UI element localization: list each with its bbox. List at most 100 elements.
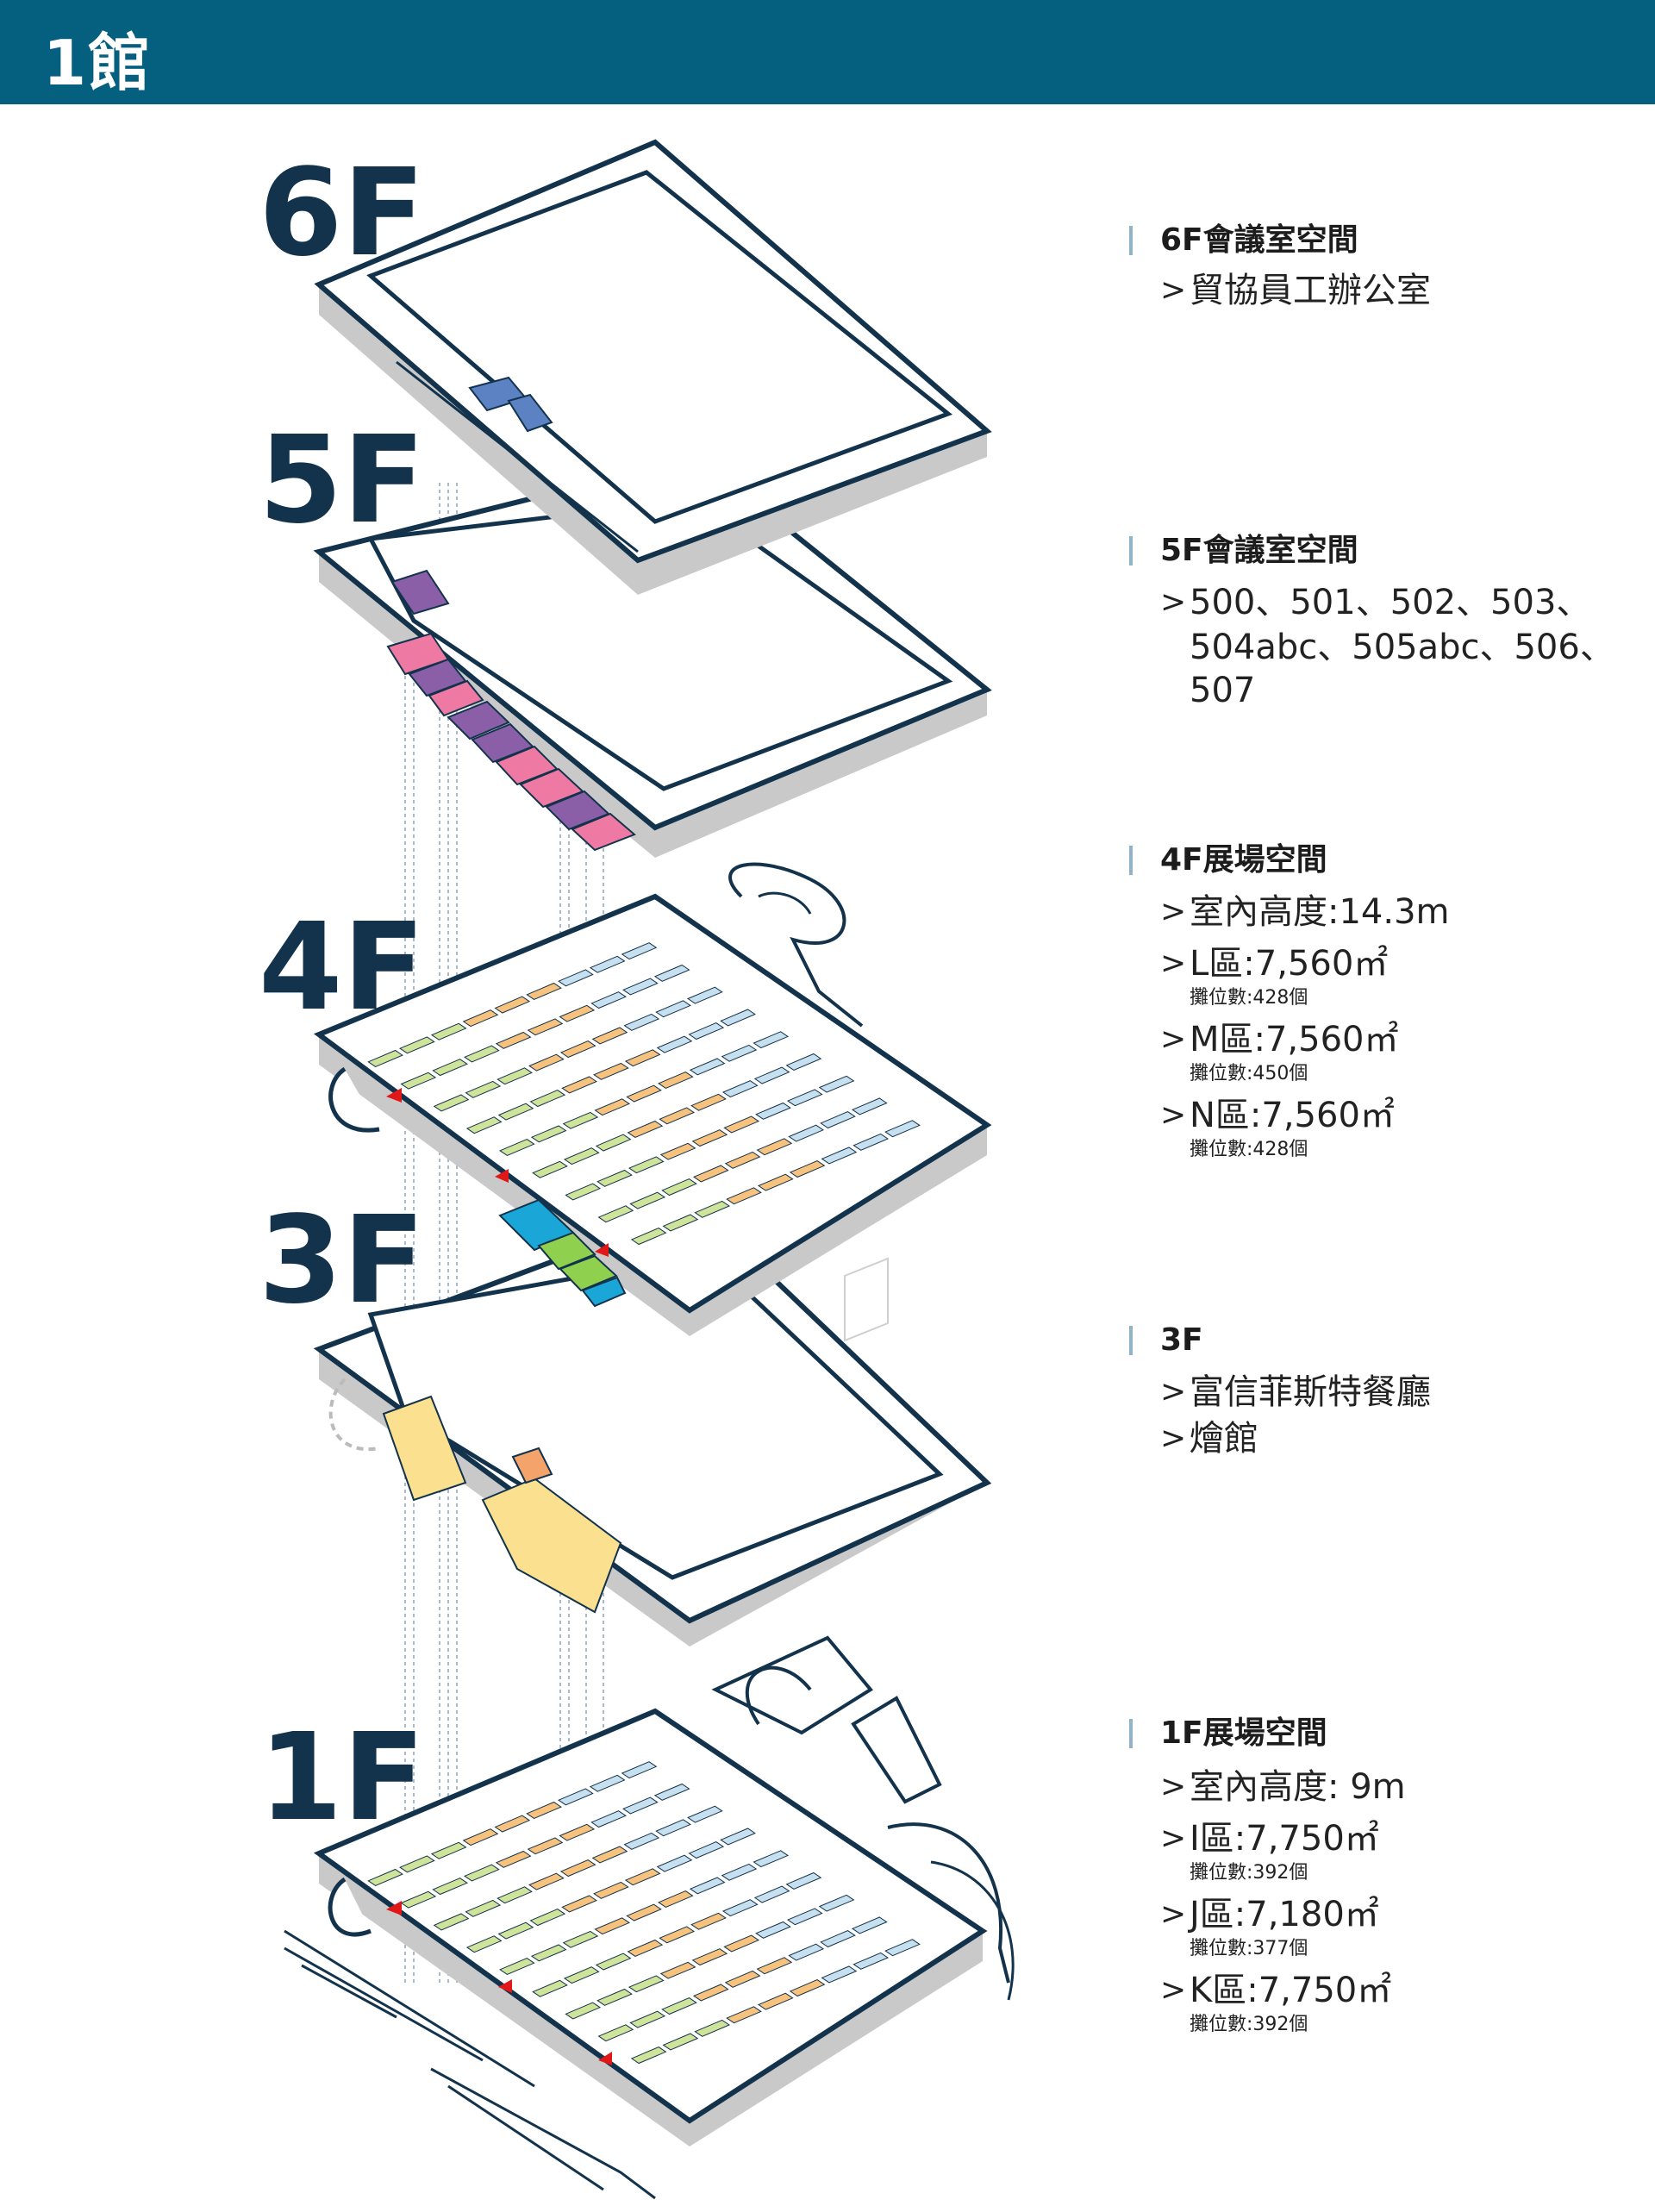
booth-block bbox=[465, 1899, 502, 1917]
page-header: 1館 bbox=[0, 0, 1655, 104]
booth-block bbox=[630, 1228, 667, 1246]
booth-block bbox=[818, 1894, 855, 1912]
booth-block bbox=[559, 1823, 596, 1841]
booth-block bbox=[497, 1921, 534, 1940]
floor-5f-plan bbox=[313, 453, 992, 858]
booth-block bbox=[724, 1970, 761, 1988]
info-4f-height-text: 室內高度:14.3m bbox=[1190, 892, 1450, 932]
booth-block bbox=[594, 1917, 631, 1935]
booth-block bbox=[662, 2033, 699, 2051]
booth-block bbox=[591, 1846, 628, 1864]
booth-block bbox=[756, 1138, 793, 1156]
info-1f-title: 1F展場空間 bbox=[1129, 1714, 1646, 1753]
booth-block bbox=[726, 2006, 762, 2024]
booth-block bbox=[494, 1815, 531, 1833]
booth-block bbox=[591, 1027, 628, 1045]
booth-block bbox=[559, 1040, 596, 1059]
booth-block bbox=[558, 1788, 594, 1806]
info-4f-zone-l-booths: 攤位數:428個 bbox=[1190, 987, 1308, 1009]
info-3f-item-1: >富信菲斯特餐廳 bbox=[1129, 1371, 1646, 1414]
info-3f-item-1-text: 富信菲斯特餐廳 bbox=[1190, 1372, 1431, 1412]
booth-block bbox=[590, 991, 627, 1009]
booth-block bbox=[688, 1841, 725, 1859]
booth-block bbox=[399, 1855, 435, 1873]
info-5f-item: >500、501、502、503、 bbox=[1129, 581, 1646, 624]
booth-block bbox=[465, 1080, 502, 1098]
booth-block bbox=[786, 1908, 823, 1926]
info-6f-item-text: 貿協員工辦公室 bbox=[1190, 271, 1431, 310]
booth-block bbox=[692, 1165, 729, 1183]
info-5f-line2: 504abc、505abc、506、507 bbox=[1190, 628, 1614, 710]
floor-3f-plan bbox=[313, 1203, 992, 1647]
booth-block bbox=[690, 1912, 727, 1930]
booth-block bbox=[528, 1872, 565, 1890]
booth-block bbox=[690, 1093, 727, 1111]
booth-block bbox=[594, 1098, 631, 1116]
floor-1f-booths bbox=[367, 1761, 921, 2065]
floor-label-1f: 1F bbox=[259, 1708, 425, 1848]
booth-block bbox=[694, 1200, 731, 1218]
info-4f-title: 4F展場空間 bbox=[1129, 840, 1646, 880]
booth-block bbox=[596, 1988, 633, 2006]
booth-block bbox=[756, 1957, 793, 1975]
booth-block bbox=[720, 1828, 756, 1846]
info-4f-zone-l: >L區:7,560㎡ bbox=[1129, 942, 1646, 985]
booth-block bbox=[596, 1169, 633, 1187]
booth-block bbox=[526, 1801, 562, 1819]
booth-block bbox=[527, 1018, 564, 1036]
booth-block bbox=[529, 1909, 566, 1927]
booth-block bbox=[497, 1103, 534, 1121]
info-3f-item-2: >燴館 bbox=[1129, 1417, 1646, 1460]
booth-block bbox=[692, 1984, 729, 2002]
booth-block bbox=[788, 1124, 825, 1142]
chevron-right-icon: > bbox=[1160, 272, 1187, 308]
booth-block bbox=[656, 1854, 693, 1872]
floor-4f-booths bbox=[367, 942, 921, 1246]
booth-block bbox=[430, 1841, 467, 1859]
info-1f-zone-j-name: J區:7,180㎡ bbox=[1190, 1895, 1379, 1934]
booth-block bbox=[689, 1058, 726, 1076]
booth-block bbox=[367, 1049, 403, 1067]
booth-block bbox=[689, 1877, 726, 1895]
booth-block bbox=[656, 1035, 693, 1053]
booth-block bbox=[687, 1805, 723, 1823]
floor-label-3f: 3F bbox=[259, 1190, 425, 1331]
booth-block bbox=[559, 1004, 596, 1022]
booth-block bbox=[530, 1944, 567, 1962]
booth-block bbox=[400, 1072, 437, 1090]
booth-block bbox=[821, 1965, 858, 1984]
booth-block bbox=[851, 1097, 888, 1115]
booth-block bbox=[851, 1916, 888, 1934]
booth-block bbox=[590, 1810, 627, 1828]
info-1f-zone-j-booths: 攤位數:377個 bbox=[1190, 1938, 1308, 1959]
floor-1f-plan bbox=[284, 1635, 1015, 2200]
booth-block bbox=[597, 1205, 634, 1223]
info-6f-title: 6F會議室空間 bbox=[1129, 221, 1646, 260]
booth-block bbox=[789, 1160, 826, 1178]
info-3f-item-2-text: 燴館 bbox=[1190, 1419, 1258, 1459]
chevron-right-icon: > bbox=[1160, 1972, 1187, 2008]
booth-block bbox=[820, 1930, 856, 1948]
booth-block bbox=[753, 1850, 790, 1868]
chevron-right-icon: > bbox=[1160, 584, 1187, 620]
booth-block bbox=[721, 1863, 758, 1881]
booth-block bbox=[623, 1832, 660, 1850]
booth-block bbox=[433, 1094, 470, 1112]
booth-block bbox=[526, 982, 562, 1000]
booth-block bbox=[688, 1022, 725, 1040]
chevron-right-icon: > bbox=[1160, 1769, 1187, 1804]
booth-block bbox=[655, 1000, 691, 1018]
info-1f-zone-k-name: K區:7,750㎡ bbox=[1190, 1971, 1392, 2010]
info-3f: 3F >富信菲斯特餐廳 >燴館 bbox=[1129, 1321, 1646, 1460]
booth-block bbox=[628, 1156, 665, 1174]
booth-block bbox=[723, 1115, 760, 1134]
booth-block bbox=[400, 1890, 437, 1909]
booth-block bbox=[563, 1966, 600, 1984]
floor-4f-rooms bbox=[498, 1198, 627, 1308]
booth-block bbox=[661, 1997, 697, 2015]
booth-block bbox=[658, 1072, 694, 1089]
booth-block bbox=[565, 1183, 602, 1201]
booth-block bbox=[621, 942, 658, 960]
info-4f-zone-m-name: M區:7,560㎡ bbox=[1190, 1020, 1399, 1059]
booth-block bbox=[659, 1107, 696, 1125]
